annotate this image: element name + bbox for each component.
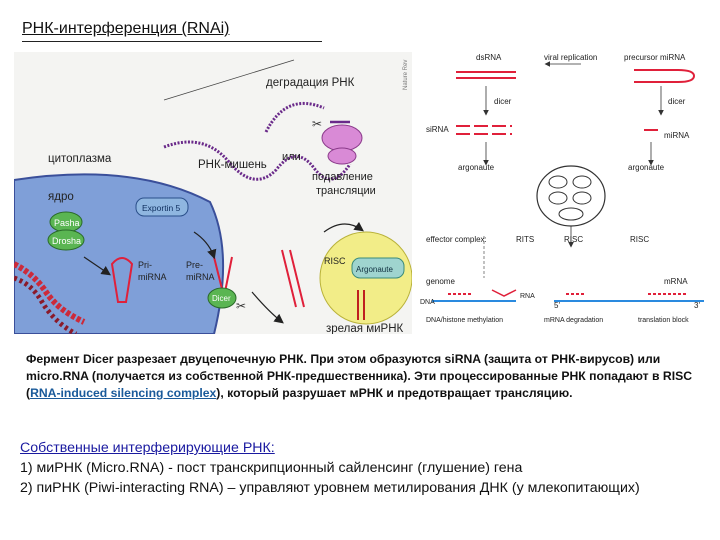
domain-oval <box>572 175 592 189</box>
label-pri-2: miRNA <box>138 272 167 282</box>
label-effector-complex: effector complex: <box>426 235 487 244</box>
nucleus-shape <box>14 173 225 334</box>
label-three-prime: 3' <box>694 301 700 310</box>
notes-line-2: 2) пиРНК (Piwi-interacting RNA) – управл… <box>20 480 640 496</box>
label-mrna: mRNA <box>664 277 688 286</box>
domain-oval <box>572 191 592 205</box>
arrow-to-pre <box>193 231 217 260</box>
label-suppression-1: подавление <box>312 171 373 183</box>
label-pre-1: Pre- <box>186 260 203 270</box>
notes-line-1: 1) миРНК (Micro.RNA) - пост транскрипцио… <box>20 460 523 476</box>
label-dicer-right: dicer <box>668 97 686 106</box>
figure-caption: Фермент Dicer разрезает двуцепочечную РН… <box>26 351 706 402</box>
label-risc-center: RISC <box>564 235 583 244</box>
label-sirna: siRNA <box>426 125 449 134</box>
dna-helix-a <box>14 261 86 325</box>
label-exportin: Exportin 5 <box>142 203 181 213</box>
label-degradation: деградация РНК <box>266 77 355 89</box>
argonaute-shape <box>351 257 405 279</box>
scissors-icon: ✂ <box>236 299 246 313</box>
label-pasha: Pasha <box>54 218 80 228</box>
caption-text-2: ), который разрушает мРНК и предотвращае… <box>216 386 573 400</box>
label-risc-right: RISC <box>630 235 649 244</box>
label-viral-replication: viral replication <box>544 53 597 62</box>
title-underline <box>22 41 322 42</box>
label-dna: DNA <box>420 299 435 306</box>
label-genome: genome <box>426 277 455 286</box>
arrow-risc-up <box>323 221 364 233</box>
label-or: или <box>282 151 301 163</box>
label-pri-1: Pri- <box>138 260 152 270</box>
duplex-fragment <box>281 249 305 308</box>
label-argonaute-right: argonaute <box>628 163 665 172</box>
watermark-text: Nature Rev <box>403 60 409 90</box>
ribosome-shape <box>321 124 363 152</box>
label-mrna-degradation: mRNA degradation <box>544 317 603 324</box>
label-cytoplasm: цитоплазма <box>48 153 112 165</box>
label-nucleus: ядро <box>48 191 74 203</box>
notes-block: Собственные интерферирующие РНК: 1) миРН… <box>20 438 710 498</box>
mature-mirna-strand <box>357 290 365 320</box>
dna-helix-b <box>14 275 78 334</box>
dicer-shape <box>207 287 237 309</box>
domain-oval <box>558 207 584 221</box>
label-dicer: Dicer <box>212 294 231 303</box>
label-precursor-mirna: precursor miRNA <box>624 53 686 62</box>
label-argonaute-left: argonaute <box>458 163 495 172</box>
risc-definition-link[interactable]: RNA-induced silencing complex <box>30 386 217 400</box>
target-mrna <box>163 140 352 181</box>
label-target-rna: РНК-мишень <box>198 159 267 171</box>
label-translation-block: translation block <box>638 317 689 324</box>
label-rits: RITS <box>516 235 534 244</box>
label-mirna: miRNA <box>664 131 690 140</box>
argonaute-complex-diagram <box>536 165 606 227</box>
domain-oval <box>548 175 568 189</box>
cytoplasm-divider <box>163 59 295 101</box>
label-suppression-2: трансляции <box>316 185 376 197</box>
label-rna: RNA <box>520 293 535 300</box>
rna-pol-fork <box>491 289 517 297</box>
label-mature-mirna: зрелая миРНК <box>326 323 404 334</box>
label-five-prime: 5' <box>554 301 560 310</box>
arrow-to-pri <box>83 256 111 276</box>
domain-oval <box>548 191 568 205</box>
label-dsrna: dsRNA <box>476 53 502 62</box>
ribosome-subunit <box>327 147 357 165</box>
scissors-icon: ✂ <box>312 117 322 131</box>
label-risc: RISC <box>324 256 346 266</box>
label-drosha: Drosha <box>52 236 81 246</box>
notes-heading: Собственные интерферирующие РНК: <box>20 440 275 456</box>
page-title: РНК-интерференция (RNAi) <box>22 20 230 37</box>
rnai-pathway-figure: ✂ ✂ деградация РНК РНК-мишень или подавл… <box>14 52 412 334</box>
label-argonaute: Argonaute <box>356 265 393 274</box>
sirna-mirna-schematic: dsRNA viral replication precursor miRNA … <box>420 53 704 324</box>
degraded-mrna <box>264 102 325 133</box>
precursor-hairpin <box>634 69 696 83</box>
arrow-to-duplex <box>251 291 284 324</box>
caption-text-1: Фермент Dicer разрезает двуцепочечную РН… <box>26 352 693 400</box>
label-dicer-left: dicer <box>494 97 512 106</box>
label-dna-methylation: DNA/histone methylation <box>426 317 503 324</box>
label-pre-2: miRNA <box>186 272 215 282</box>
drosha-shape <box>47 229 85 251</box>
pri-mirna-hairpin <box>110 257 134 303</box>
exportin-shape <box>135 197 189 217</box>
